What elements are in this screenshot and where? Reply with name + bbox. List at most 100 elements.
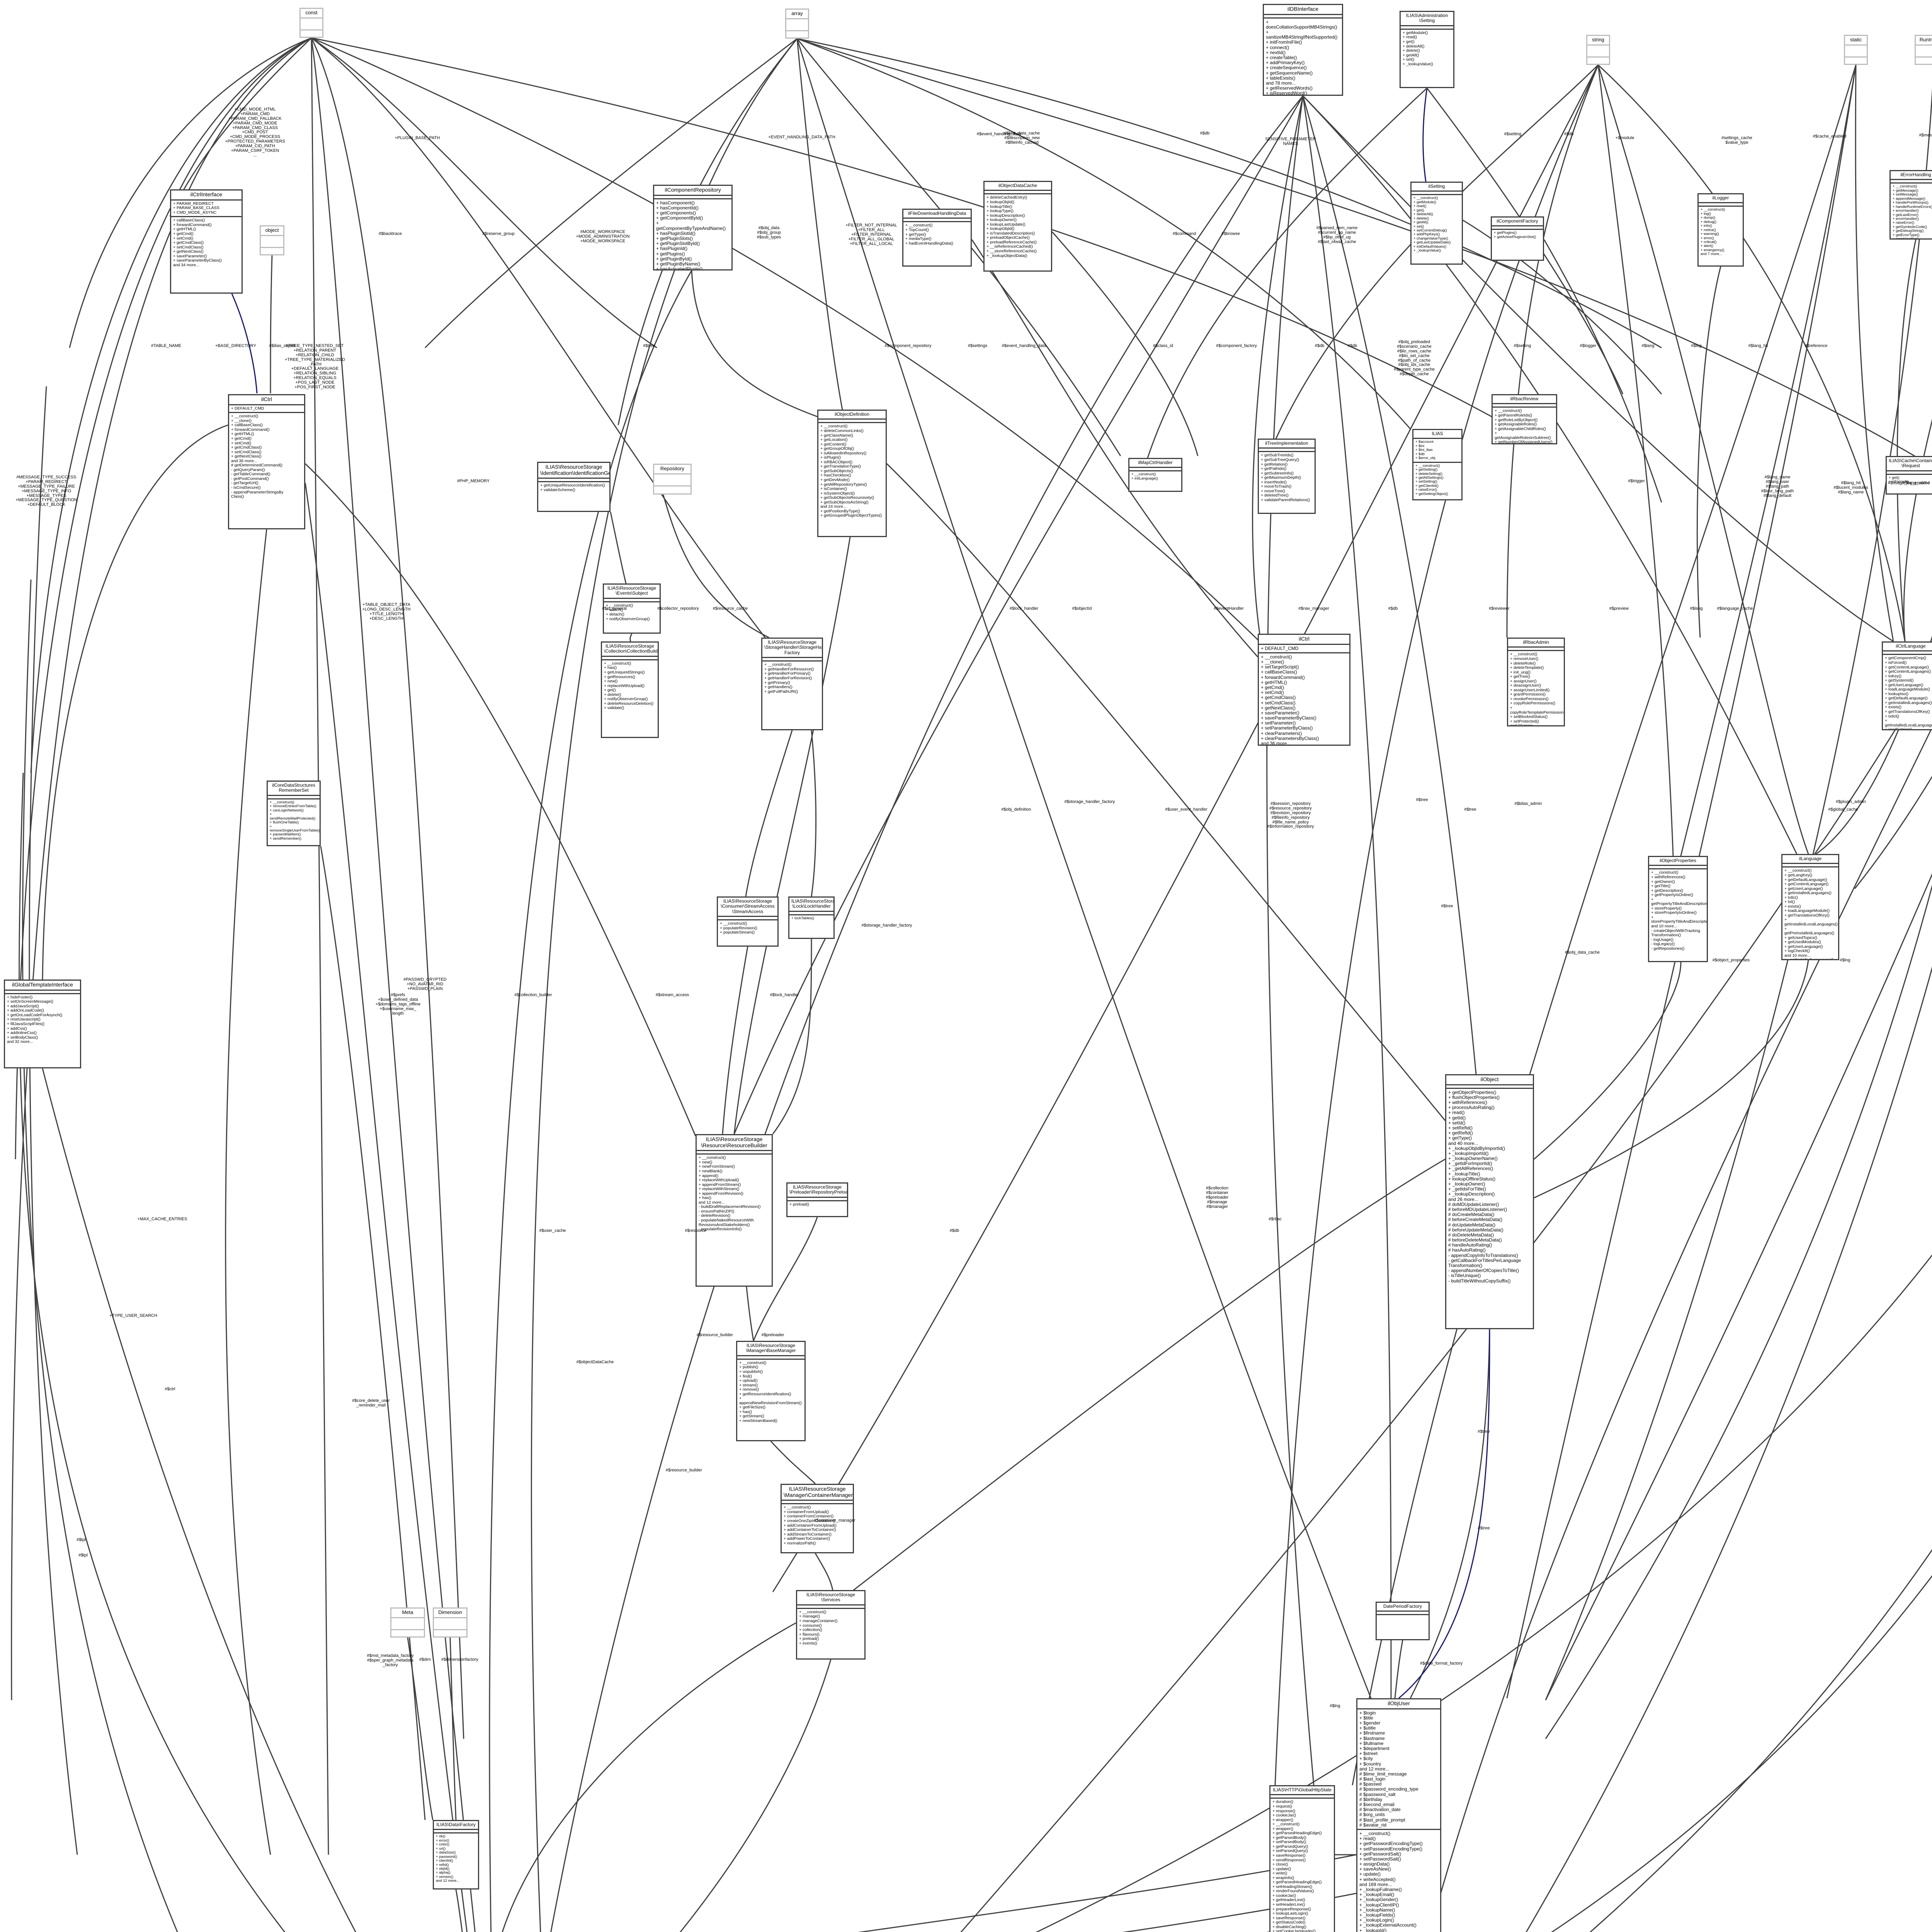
uml-class-node[interactable]: ilObjectDefinition+ __construct() + dele…	[817, 410, 887, 537]
class-name: ILIAS\ResourceStorage \Preloader\Reposit…	[787, 1184, 847, 1198]
class-attributes	[1412, 192, 1462, 196]
uml-class-node[interactable]: ILIAS+ $account + $ini + $ini_ilias + $d…	[1412, 429, 1463, 500]
class-name: ilCoreDataStructures RememberSet	[268, 782, 320, 796]
uml-class-node[interactable]: ilObjUser+ $login + $title + $gender + $…	[1356, 1698, 1441, 1932]
class-name: static	[1845, 36, 1867, 46]
uml-class-node[interactable]: ilDBInterface+ doesCollationSupportMB4St…	[1263, 4, 1343, 96]
edge-label: #MESSAGE_TYPE_SUCCESS +PARAM_REDIRECT +M…	[15, 475, 77, 507]
uml-class-node[interactable]: ILIAS\Administration \Setting+ getModule…	[1400, 11, 1454, 88]
edge-label: #TREE_TYPE_NESTED_SET +RELATION_PARENT +…	[285, 344, 345, 389]
class-name: ilCtrl	[1259, 635, 1349, 645]
class-attributes	[1782, 864, 1838, 868]
uml-class-node[interactable]: Dimension	[433, 1607, 468, 1638]
uml-class-node[interactable]: ILIAS\ResourceStorage \StorageHandler\St…	[761, 638, 823, 730]
uml-class-node[interactable]: ilGlobalTemplateInterface+ hideFooter() …	[4, 980, 81, 1068]
class-attributes	[1377, 1612, 1429, 1616]
uml-class-node[interactable]: Meta	[390, 1607, 425, 1638]
class-operations: + getObjectProperties() + flushObjectPro…	[1448, 1089, 1521, 1284]
uml-class-node[interactable]: ilComponentRepository+ hasComponent() + …	[653, 185, 733, 270]
edge-label: #$db	[1200, 131, 1210, 136]
edge-label: #$tree	[1478, 1429, 1490, 1434]
uml-class-node[interactable]: ILIAS\ResourceStorage \Services+ __const…	[796, 1590, 866, 1660]
uml-class-node[interactable]: ILIAS\ResourceStorage \Identification\Id…	[537, 462, 611, 512]
uml-class-node[interactable]: ilFileDownloadHandlingData+ __construct(…	[902, 209, 972, 267]
uml-class-node[interactable]: array	[785, 9, 809, 39]
edge-label: #$preloader	[761, 1333, 784, 1337]
edge-label: #$db	[1564, 132, 1574, 136]
class-operations: + __construct() + TopCount() + getType()…	[905, 223, 954, 246]
class-attributes	[1508, 648, 1564, 651]
edge-label: +TABLE_OBJECT_DATA +LONG_DESC_LENGTH +TI…	[362, 602, 411, 621]
uml-class-node[interactable]: ilErrorHandling+ __construct() + getMess…	[1889, 170, 1932, 240]
uml-class-node[interactable]: ilCoreDataStructures RememberSet+ __cons…	[267, 781, 321, 846]
uml-class-node[interactable]: ilObjectProperties+ __construct() + with…	[1648, 856, 1708, 962]
class-attributes	[1259, 449, 1315, 452]
class-name: ilObjectProperties	[1649, 857, 1707, 866]
uml-class-node[interactable]: ilCtrl+ DEFAULT_CMD+ __construct() + __c…	[228, 394, 305, 529]
class-operations: + __construct() + getHandlerForResource(…	[764, 662, 814, 694]
uml-class-node[interactable]: ilRbacAdmin+ __construct() + removeUser(…	[1507, 638, 1565, 726]
edge-label: #TABLE_NAME	[151, 344, 182, 348]
edge-label: #$resource_builder	[665, 1468, 702, 1473]
uml-class-node[interactable]: ilTreeImplementation+ getSubTreeIds() + …	[1258, 439, 1316, 514]
class-attributes	[654, 196, 731, 199]
uml-class-node[interactable]: ILIAS\HTTP\GlobalHttpState+ duration() +…	[1269, 1785, 1335, 1932]
uml-class-node[interactable]: string	[1586, 35, 1610, 65]
edge-label: #$db	[1315, 344, 1325, 348]
uml-class-node[interactable]: Repository	[653, 464, 692, 495]
uml-class-node[interactable]: ilMapCtrlHandler+ __construct() + initLa…	[1128, 458, 1182, 492]
uml-class-node[interactable]: ilLanguage+ __construct() + getLangKey()…	[1781, 854, 1839, 960]
class-operations: + hideFooter() + setOnScreenMessage() + …	[7, 995, 63, 1044]
uml-class-node[interactable]: ilRbacReview+ __construct() + getParentR…	[1492, 394, 1557, 444]
class-attributes	[1845, 46, 1867, 58]
class-attributes	[604, 599, 660, 602]
edge-label: #$language_cache	[1717, 606, 1753, 611]
edge-label: #$browse	[1221, 231, 1240, 236]
uml-class-node[interactable]: ilLogger+ __construct() + log() + dump()…	[1697, 193, 1744, 267]
uml-class-node[interactable]: ilObjectDataCache+ deleteCachedEntry() +…	[983, 181, 1052, 272]
edge-label: #$nav_manager	[1298, 606, 1329, 611]
uml-class-node[interactable]: ILIAS\Cache\Container \Request+ get() + …	[1886, 456, 1932, 495]
uml-class-node[interactable]: DatePeriodFactory	[1376, 1602, 1430, 1640]
class-attributes	[789, 912, 833, 915]
class-name: RunInterface	[1916, 36, 1932, 46]
uml-class-node[interactable]: ilCtrlInterface+ PARAM_REDIRECT + PARAM_…	[170, 189, 243, 294]
uml-class-node[interactable]: object	[260, 225, 284, 255]
edge-label: #$setting	[1504, 132, 1522, 136]
uml-class-node[interactable]: const	[299, 8, 323, 38]
class-attributes	[261, 236, 283, 248]
class-operations: + hasComponent() + hasComponentId() + ge…	[656, 200, 726, 270]
uml-class-node[interactable]: ilCtrl+ DEFAULT_CMD+ __construct() + __c…	[1258, 634, 1350, 746]
uml-class-node[interactable]: ilSetting+ __construct() + getModule() +…	[1410, 182, 1463, 265]
uml-class-node[interactable]: ilCtrlLanguage+ getComponentCmp() + isFo…	[1882, 641, 1932, 730]
uml-class-node[interactable]: ILIAS\ResourceStorage \Consumer\StreamAc…	[717, 896, 779, 947]
class-attributes	[268, 796, 320, 799]
edge-label: #$lng	[1840, 958, 1850, 963]
class-attributes	[762, 658, 822, 662]
uml-class-node[interactable]: ILIAS\ResourceStorage \Manager\BaseManag…	[736, 1341, 806, 1441]
class-attributes	[818, 420, 886, 423]
class-attributes: + $account + $ini + $ini_ilias + $db + $…	[1413, 439, 1461, 463]
uml-class-node[interactable]: ILIAS\ResourceStorage \Preloader\Reposit…	[786, 1182, 848, 1217]
uml-class-node[interactable]: ILIAS\ResourceStorage \Collection\Collec…	[601, 641, 659, 738]
uml-class-node[interactable]: ILIAS\ResourceStorage \Resource\Resource…	[696, 1134, 773, 1287]
uml-class-node[interactable]: ILIAS\ResourceStorage \Manager\Container…	[781, 1484, 854, 1553]
uml-class-node[interactable]: RunInterface	[1915, 35, 1932, 65]
uml-class-node[interactable]: ILIAS\ResourceStorage \Lock\LockHandler+…	[788, 896, 835, 939]
edge-label: #$log	[1691, 344, 1702, 348]
uml-class-node[interactable]: ilComponentFactory+ getPlugins() + getAc…	[1491, 216, 1544, 261]
uml-class-node[interactable]: ILIAS\ResourceStorage \Events\Subject+ _…	[603, 583, 661, 634]
edge-label: #$ilias_object	[269, 344, 295, 348]
uml-class-node[interactable]: ilObject+ getObjectProperties() + flushO…	[1445, 1074, 1534, 1329]
edge-label: #$objectId	[1072, 606, 1092, 611]
uml-class-node[interactable]: static	[1844, 35, 1868, 65]
edge-label: #$event_handling_data	[976, 132, 1021, 136]
class-operations: + getSubTreeIds() + getSubTreeQuery() + …	[1261, 453, 1310, 502]
edge-label: #$logger	[1580, 344, 1597, 348]
class-name: ILIAS\ResourceStorage \Manager\BaseManag…	[737, 1342, 804, 1356]
class-name: ilErrorHandling	[1891, 171, 1932, 180]
edge-label: #$event_handling_data	[1002, 344, 1046, 348]
uml-class-node[interactable]: ILIAS\Data\Factory+ ok() + error() + col…	[433, 1820, 479, 1889]
class-operations: + get() + isForced()	[1889, 475, 1908, 484]
